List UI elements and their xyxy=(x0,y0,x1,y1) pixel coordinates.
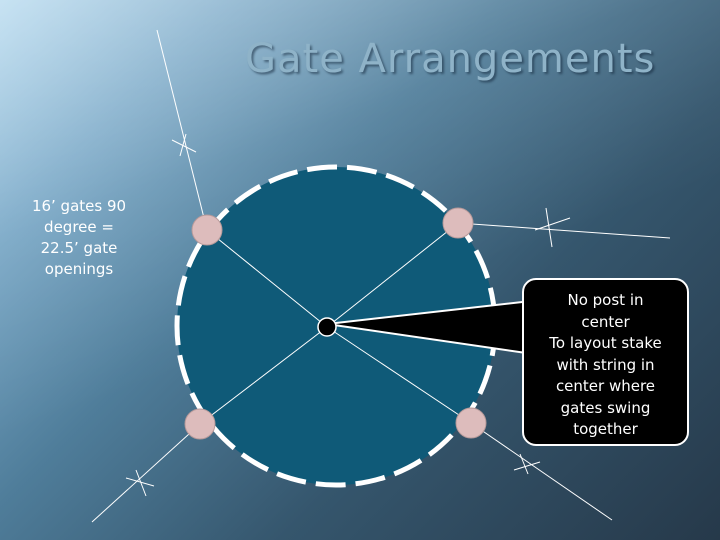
callout-line: gates swing xyxy=(560,398,651,417)
gate-post-se xyxy=(455,407,487,439)
tick-marks xyxy=(125,133,571,497)
center-callout: No post in center To layout stake with s… xyxy=(522,278,689,446)
guide-line-ne xyxy=(457,222,671,239)
callout-line: To layout stake xyxy=(549,334,662,352)
note-line: 16’ gates 90 xyxy=(31,197,127,215)
gate-post-nw xyxy=(191,214,223,246)
guide-line-nw xyxy=(156,29,208,231)
gate-size-note: 16’ gates 90 degree = 22.5’ gate opening… xyxy=(20,196,138,280)
callout-line: No post in xyxy=(567,291,644,309)
gate-post-sw xyxy=(184,408,216,440)
callout-line: together xyxy=(573,420,638,438)
note-line: degree = xyxy=(44,218,114,236)
callout-line: center xyxy=(581,312,630,331)
guide-line-se xyxy=(470,422,613,521)
center-spokes xyxy=(199,222,472,425)
center-stake xyxy=(317,317,337,337)
note-line: openings xyxy=(44,260,114,278)
note-line: 22.5’ gate xyxy=(40,239,118,257)
callout-line: with string in xyxy=(556,355,655,374)
gate-post-ne xyxy=(442,207,474,239)
guide-line-sw xyxy=(91,423,201,523)
callout-line: center where xyxy=(555,377,656,395)
slide-title: Gate Arrangements xyxy=(245,36,656,82)
